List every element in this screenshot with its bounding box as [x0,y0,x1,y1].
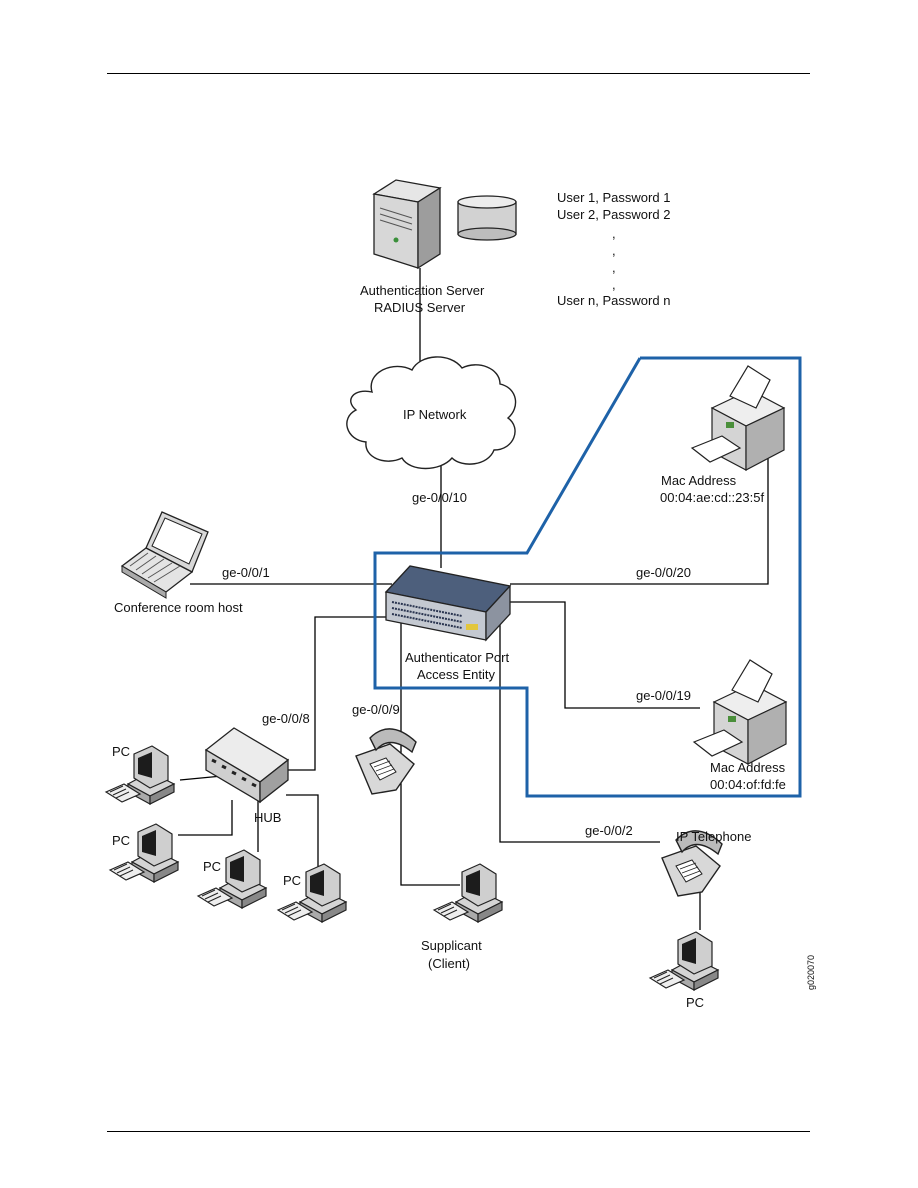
port-label-conference: ge-0/0/1 [222,565,270,580]
telephone-icon [355,728,417,795]
port-label-printer1: ge-0/0/20 [636,565,691,580]
port-label-printer2: ge-0/0/19 [636,688,691,703]
pc-label: PC [112,744,130,759]
pc-label: PC [203,859,221,874]
port-label-uplink: ge-0/0/10 [412,490,467,505]
ip-telephone-label: IP Telephone [676,829,751,844]
connection-lines [178,268,769,930]
printer2-mac-title: Mac Address [710,760,786,775]
printer1-mac-title: Mac Address [661,473,737,488]
conference-host-label: Conference room host [114,600,243,615]
network-label: IP Network [403,407,467,422]
pc-label: PC [283,873,301,888]
pc-label: PC [686,995,704,1010]
printer-icon [693,659,787,765]
hub-label: HUB [254,810,281,825]
credential-line: User 1, Password 1 [557,190,670,205]
server-icon [372,179,442,270]
printer1-mac-value: 00:04:ae:cd::23:5f [660,490,764,505]
credential-ellipsis: , [612,243,616,258]
port-label-phone1: ge-0/0/9 [352,702,400,717]
port-label-phone2: ge-0/0/2 [585,823,633,838]
authentication-boundary [373,356,802,798]
switch-label: Authenticator Port [405,650,509,665]
credential-ellipsis: , [612,226,616,241]
footer-rule [107,1131,810,1132]
hub-icon [204,727,290,804]
credential-line: User n, Password n [557,293,670,308]
radius-server-label: RADIUS Server [374,300,466,315]
credential-line: User 2, Password 2 [557,207,670,222]
pc-icon [649,931,719,991]
printer-icon [691,365,785,471]
switch-icon [384,565,512,642]
port-label-hub: ge-0/0/8 [262,711,310,726]
supplicant-label: (Client) [428,956,470,971]
laptop-icon [120,511,209,599]
credential-ellipsis: , [612,277,616,292]
cloud-icon [346,356,517,470]
supplicant-pc-icon [433,863,503,923]
figure-id: g020070 [806,955,816,990]
header-rule [107,73,810,74]
credential-ellipsis: , [612,260,616,275]
supplicant-label: Supplicant [421,938,482,953]
auth-server-label: Authentication Server [360,283,485,298]
printer2-mac-value: 00:04:of:fd:fe [710,777,786,792]
database-icon [457,195,517,241]
switch-label: Access Entity [417,667,496,682]
pc-label: PC [112,833,130,848]
